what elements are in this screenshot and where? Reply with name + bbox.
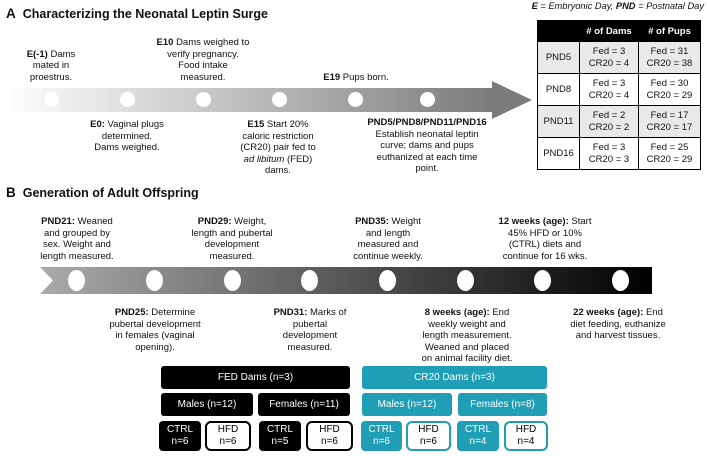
table-row: PND11 Fed = 2 CR20 = 2 Fed = 17 CR20 = 1… — [537, 105, 701, 138]
dams-count: Fed = 3 CR20 = 3 — [579, 137, 639, 170]
counts-table-corner-cell — [537, 20, 580, 42]
timeline-b-dot — [301, 270, 318, 291]
pups-count: Fed = 25 CR20 = 29 — [638, 137, 701, 170]
label-pnd21: PND21: Weaned and grouped by sex. Weight… — [40, 216, 114, 262]
row-label: PND8 — [537, 73, 580, 106]
label-e19: E19 Pups born. — [323, 71, 389, 83]
pups-count: Fed = 31 CR20 = 38 — [638, 41, 701, 74]
cr20-female-ctrl-box: CTRL n=4 — [457, 421, 499, 451]
panel-a-title-text: Characterizing the Neonatal Leptin Surge — [22, 7, 268, 21]
timeline-b-dot — [146, 270, 163, 291]
panel-a-title: A Characterizing the Neonatal Leptin Surg… — [6, 5, 268, 23]
timeline-b-dot — [457, 270, 474, 291]
panel-b-letter: B — [6, 185, 16, 200]
timeline-a-dot — [120, 92, 135, 107]
fed-male-hfd-box: HFD n=6 — [205, 421, 251, 451]
panel-b-title-text: Generation of Adult Offspring — [22, 186, 199, 200]
row-label: PND5 — [537, 41, 580, 74]
abbreviation-note: E = Embryonic Day, PND = Postnatal Day — [531, 1, 704, 11]
label-pnd35: PND35: Weight and length measured and co… — [353, 216, 423, 262]
fed-dams-box: FED Dams (n=3) — [161, 366, 350, 389]
label-12-weeks: 12 weeks (age): Start 45% HFD or 10% (CT… — [498, 216, 592, 262]
timeline-a-dot — [196, 92, 211, 107]
timeline-b-dot — [379, 270, 396, 291]
fed-female-ctrl-box: CTRL n=5 — [259, 421, 301, 451]
label-pnd-collection: PND5/PND8/PND11/PND16 Establish neonatal… — [367, 117, 487, 174]
label-e-minus-1: E(-1) Dams mated in proestrus. — [26, 48, 76, 83]
fed-female-hfd-box: HFD n=6 — [306, 421, 353, 451]
pups-count: Fed = 17 CR20 = 17 — [638, 105, 701, 138]
cr20-females-box: Females (n=8) — [458, 393, 547, 416]
timeline-a-dot — [44, 92, 59, 107]
dams-count: Fed = 2 CR20 = 2 — [579, 105, 639, 138]
row-label: PND11 — [537, 105, 580, 138]
timeline-a-dot — [348, 92, 363, 107]
cr20-male-hfd-box: HFD n=6 — [406, 421, 451, 451]
timeline-b-bar — [40, 267, 652, 294]
fed-male-ctrl-box: CTRL n=6 — [159, 421, 201, 451]
timeline-a-dot — [272, 92, 287, 107]
counts-table-header-dams: # of Dams — [579, 20, 639, 42]
fed-males-box: Males (n=12) — [161, 393, 253, 416]
timeline-b-dot — [224, 270, 241, 291]
label-pnd25: PND25: Determine pubertal development in… — [109, 307, 201, 353]
label-8-weeks: 8 weeks (age): End weekly weight and len… — [421, 307, 513, 364]
counts-table-header-row: # of Dams # of Pups — [537, 20, 701, 42]
cr20-male-ctrl-box: CTRL n=6 — [361, 421, 402, 451]
pups-count: Fed = 30 CR20 = 29 — [638, 73, 701, 106]
dams-count: Fed = 3 CR20 = 4 — [579, 73, 639, 106]
dams-count: Fed = 3 CR20 = 4 — [579, 41, 639, 74]
timeline-a-dot — [420, 92, 435, 107]
table-row: PND5 Fed = 3 CR20 = 4 Fed = 31 CR20 = 38 — [537, 41, 701, 74]
counts-table: # of Dams # of Pups PND5 Fed = 3 CR20 = … — [537, 20, 701, 170]
panel-a-letter: A — [6, 6, 16, 21]
timeline-b-dot — [68, 270, 85, 291]
label-e0: E0: Vaginal plugs determined. Dams weigh… — [90, 119, 164, 153]
panel-b-title: B Generation of Adult Offspring — [6, 184, 199, 202]
counts-table-header-pups: # of Pups — [638, 20, 701, 42]
label-e10: E10 Dams weighed to verify pregnancy. Fo… — [156, 37, 250, 83]
cr20-female-hfd-box: HFD n=4 — [504, 421, 548, 451]
timeline-a-arrowhead-icon — [492, 81, 532, 119]
timeline-a-bar — [8, 88, 492, 112]
fed-females-box: Females (n=11) — [258, 393, 350, 416]
table-row: PND8 Fed = 3 CR20 = 4 Fed = 30 CR20 = 29 — [537, 73, 701, 106]
timeline-b-dot — [612, 270, 629, 291]
label-22-weeks: 22 weeks (age): End diet feeding, euthan… — [570, 307, 666, 341]
label-pnd31: PND31: Marks of pubertal development mea… — [273, 307, 347, 353]
label-e15: E15 Start 20% caloric restriction (CR20)… — [240, 119, 316, 176]
table-row: PND16 Fed = 3 CR20 = 3 Fed = 25 CR20 = 2… — [537, 137, 701, 170]
label-pnd29: PND29: Weight, length and pubertal devel… — [191, 216, 273, 262]
cr20-dams-box: CR20 Dams (n=3) — [362, 366, 547, 389]
timeline-b-dot — [534, 270, 551, 291]
cr20-males-box: Males (n=12) — [362, 393, 452, 416]
row-label: PND16 — [537, 137, 580, 170]
